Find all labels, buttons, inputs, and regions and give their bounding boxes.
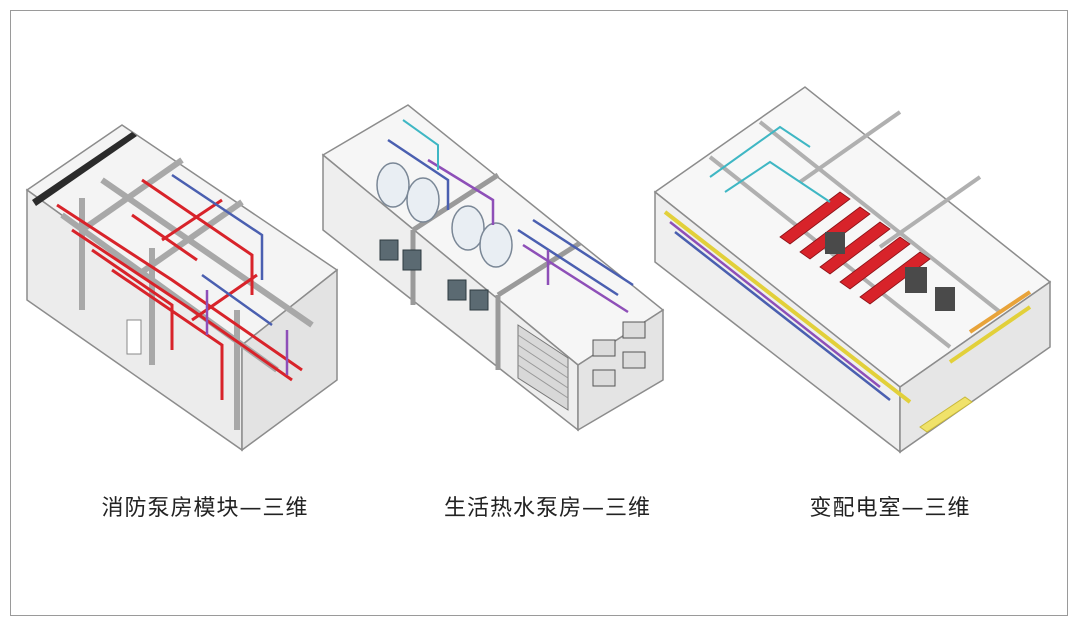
caption-substation: 变配电室—三维 [809,496,971,521]
fire-pump-room-3d-model [22,120,352,460]
substation-3d-model [650,82,1070,462]
hot-water-pump-room-3d-model [318,100,673,440]
caption-fire-pump-room: 消防泵房模块—三维 [101,496,309,521]
caption-hot-water-pump-room: 生活热水泵房—三维 [443,496,651,521]
